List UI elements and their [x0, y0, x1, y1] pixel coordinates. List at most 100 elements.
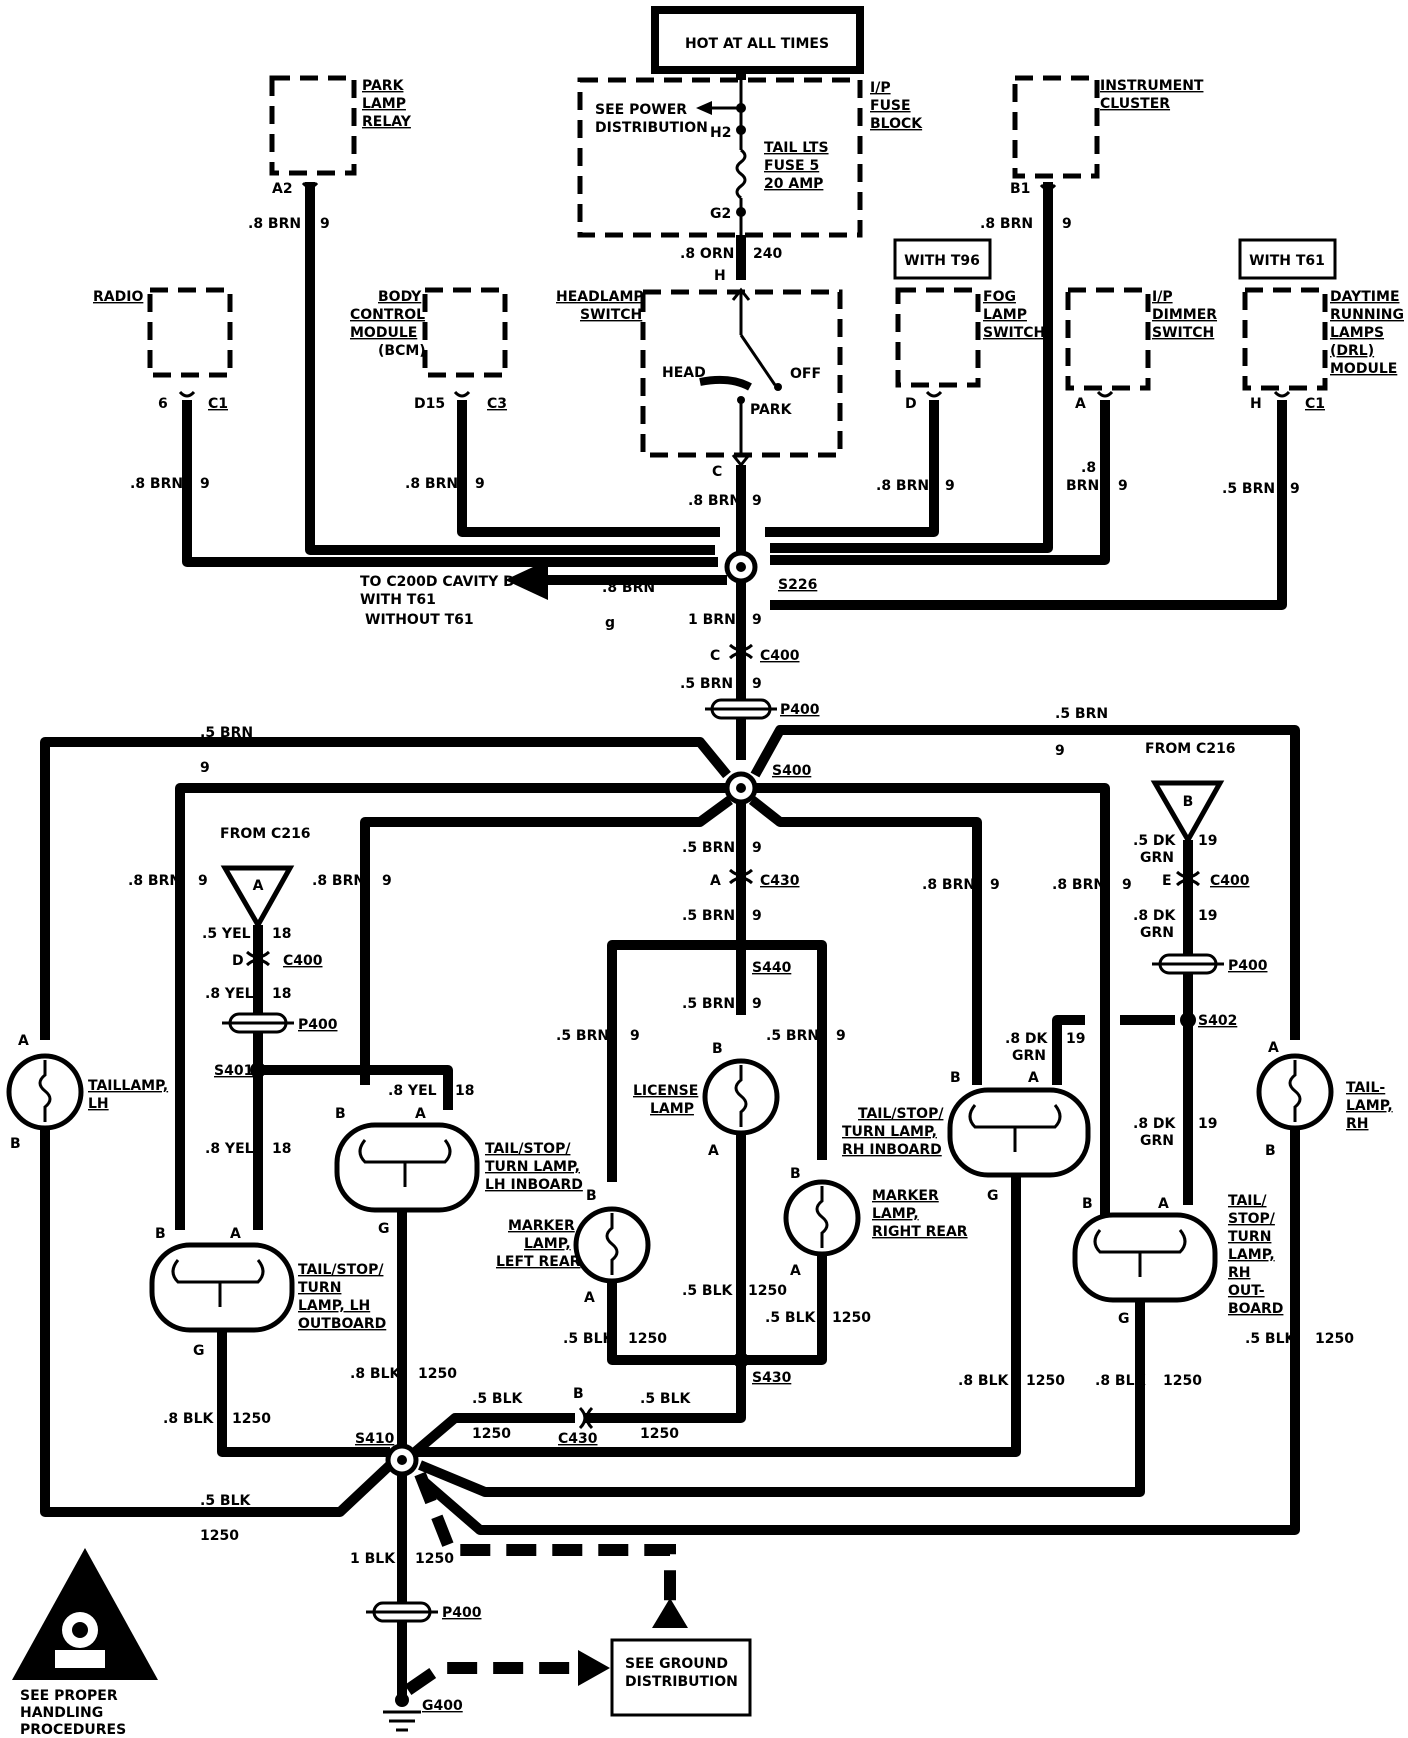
svg-text:B: B: [950, 1070, 961, 1086]
svg-text:.8 BRN: .8 BRN: [405, 476, 458, 492]
svg-text:S226: S226: [778, 577, 817, 593]
arrow-right-icon: [578, 1650, 610, 1686]
svg-text:.5 BLK: .5 BLK: [640, 1391, 692, 1407]
svg-text:(DRL): (DRL): [1330, 343, 1374, 359]
fuse-symbol: [735, 148, 747, 200]
svg-text:TURN: TURN: [1228, 1229, 1271, 1245]
svg-text:20 AMP: 20 AMP: [764, 176, 823, 192]
fog-lamp-switch-box: [895, 287, 981, 388]
svg-text:A: A: [230, 1226, 241, 1242]
svg-text:9: 9: [752, 493, 762, 509]
svg-text:B: B: [790, 1166, 801, 1182]
svg-text:DISTRIBUTION: DISTRIBUTION: [595, 120, 708, 136]
svg-text:S430: S430: [752, 1370, 792, 1386]
svg-text:A: A: [790, 1263, 801, 1279]
arrow-left-icon: [505, 560, 548, 600]
instrument-cluster-box: [1012, 75, 1100, 179]
svg-text:TURN LAMP,: TURN LAMP,: [485, 1159, 580, 1175]
svg-text:MODULE: MODULE: [1330, 361, 1397, 377]
svg-text:G: G: [987, 1188, 999, 1204]
c216-a-triangle: [220, 865, 295, 931]
svg-text:MARKER: MARKER: [872, 1188, 939, 1204]
svg-text:TO C200D CAVITY D4: TO C200D CAVITY D4: [360, 574, 525, 590]
wire-taillamp-lh: [40, 737, 731, 1040]
with-t61-box: [1238, 238, 1337, 280]
svg-text:HANDLING: HANDLING: [20, 1705, 103, 1721]
svg-text:19: 19: [1198, 908, 1217, 924]
svg-text:.8 DK: .8 DK: [1133, 1116, 1177, 1132]
svg-text:B1: B1: [1010, 181, 1030, 197]
svg-text:GRN: GRN: [1140, 925, 1174, 941]
svg-text:D: D: [905, 396, 917, 412]
svg-text:240: 240: [753, 246, 782, 262]
wire-dk-grn-inboard: [1052, 1015, 1085, 1085]
svg-text:WITHOUT T61: WITHOUT T61: [365, 612, 474, 628]
hot-box: [651, 6, 864, 74]
svg-text:OFF: OFF: [790, 366, 821, 382]
svg-text:SWITCH: SWITCH: [983, 325, 1045, 341]
svg-text:RH: RH: [1228, 1265, 1251, 1281]
svg-text:TAIL LTS: TAIL LTS: [764, 140, 829, 156]
svg-text:1250: 1250: [1026, 1373, 1065, 1389]
park-lamp-relay-box: [269, 75, 357, 176]
svg-text:1250: 1250: [232, 1411, 271, 1427]
svg-text:TAIL-: TAIL-: [1346, 1080, 1385, 1096]
svg-text:SEE POWER: SEE POWER: [595, 102, 687, 118]
svg-text:WITH T61: WITH T61: [360, 592, 436, 608]
wire-rh-outboard: [755, 783, 1110, 1230]
svg-text:.8 BRN: .8 BRN: [248, 216, 301, 232]
svg-text:P400: P400: [1228, 958, 1268, 974]
svg-text:LH: LH: [88, 1096, 109, 1112]
svg-text:S402: S402: [1198, 1013, 1237, 1029]
svg-text:9: 9: [630, 1028, 640, 1044]
svg-text:B: B: [155, 1226, 166, 1242]
svg-text:TAILLAMP,: TAILLAMP,: [88, 1078, 168, 1094]
svg-text:G: G: [193, 1343, 205, 1359]
svg-text:LAMP: LAMP: [362, 96, 406, 112]
svg-text:I/P: I/P: [1152, 289, 1173, 305]
svg-text:9: 9: [320, 216, 330, 232]
svg-text:C3: C3: [487, 396, 507, 412]
svg-text:1 BRN: 1 BRN: [688, 612, 736, 628]
svg-text:INSTRUMENT: INSTRUMENT: [1100, 78, 1204, 94]
svg-text:RELAY: RELAY: [362, 114, 412, 130]
svg-text:PARK: PARK: [362, 78, 405, 94]
wire-park-relay: [305, 182, 715, 555]
svg-text:TURN LAMP,: TURN LAMP,: [842, 1124, 937, 1140]
svg-text:1250: 1250: [1163, 1373, 1202, 1389]
svg-text:.8 BLK: .8 BLK: [163, 1411, 215, 1427]
svg-text:PARK: PARK: [750, 402, 793, 418]
svg-text:DIMMER: DIMMER: [1152, 307, 1217, 323]
svg-text:.5 BRN: .5 BRN: [1055, 706, 1108, 722]
svg-text:OUTBOARD: OUTBOARD: [298, 1316, 386, 1332]
svg-text:G400: G400: [422, 1698, 463, 1714]
svg-text:P400: P400: [780, 702, 820, 718]
wire-cluster: [770, 182, 1053, 553]
svg-text:19: 19: [1066, 1031, 1085, 1047]
svg-text:.8 BRN: .8 BRN: [130, 476, 183, 492]
svg-text:TAIL/STOP/: TAIL/STOP/: [485, 1141, 571, 1157]
svg-text:B: B: [712, 1041, 723, 1057]
svg-text:BODY: BODY: [378, 289, 422, 305]
svg-text:.8 BLK: .8 BLK: [958, 1373, 1010, 1389]
svg-text:.5 BLK: .5 BLK: [472, 1391, 524, 1407]
wire-rh-inboard: [748, 796, 982, 1085]
svg-text:S410: S410: [355, 1431, 395, 1447]
svg-text:.8 YEL: .8 YEL: [205, 1141, 254, 1157]
svg-text:A: A: [18, 1033, 29, 1049]
svg-text:BOARD: BOARD: [1228, 1301, 1283, 1317]
svg-text:9: 9: [198, 873, 208, 889]
svg-text:DAYTIME: DAYTIME: [1330, 289, 1400, 305]
svg-text:LAMP: LAMP: [650, 1101, 694, 1117]
svg-text:A: A: [584, 1290, 595, 1306]
svg-text:B: B: [10, 1136, 21, 1152]
svg-text:PROCEDURES: PROCEDURES: [20, 1722, 126, 1738]
svg-text:.5 BLK: .5 BLK: [765, 1310, 817, 1326]
svg-text:9: 9: [1055, 743, 1065, 759]
svg-text:9: 9: [752, 612, 762, 628]
svg-text:.5 BRN: .5 BRN: [682, 840, 735, 856]
svg-text:.5 BLK: .5 BLK: [682, 1283, 734, 1299]
svg-text:CLUSTER: CLUSTER: [1100, 96, 1170, 112]
wire-fog-switch: [765, 400, 939, 537]
svg-text:A: A: [708, 1143, 719, 1159]
